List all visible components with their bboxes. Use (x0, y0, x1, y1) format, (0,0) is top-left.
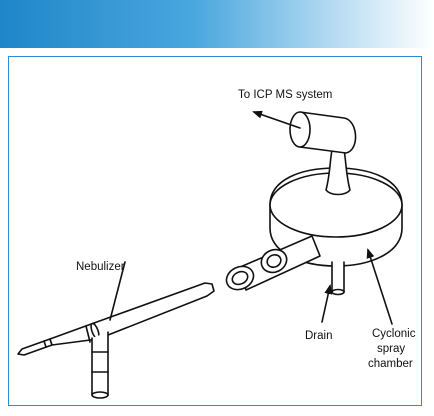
chamber-arrow (366, 248, 393, 325)
nebulizer-capillary (17, 338, 53, 356)
nebulizer-body (49, 282, 215, 346)
cyclonic-label-line2: spray (377, 343, 405, 355)
drain-arrow (321, 284, 333, 323)
nebulizer-leader (109, 261, 126, 321)
outlet-tube (289, 111, 357, 154)
chamber-inlet-tube (225, 235, 321, 291)
nebulizer-label: Nebulizer (76, 261, 125, 273)
to-icp-ms-arrow (252, 110, 301, 129)
nebulizer-gas-inlet (91, 331, 109, 399)
to-icp-ms-label: To ICP MS system (238, 89, 332, 101)
drain-tube (331, 261, 345, 296)
cyclonic-label-line1: Cyclonic (372, 328, 416, 340)
header-band (0, 0, 434, 48)
cyclonic-label-line3: chamber (368, 358, 413, 370)
chamber-outlet-neck (325, 149, 351, 196)
drain-label: Drain (305, 330, 332, 342)
